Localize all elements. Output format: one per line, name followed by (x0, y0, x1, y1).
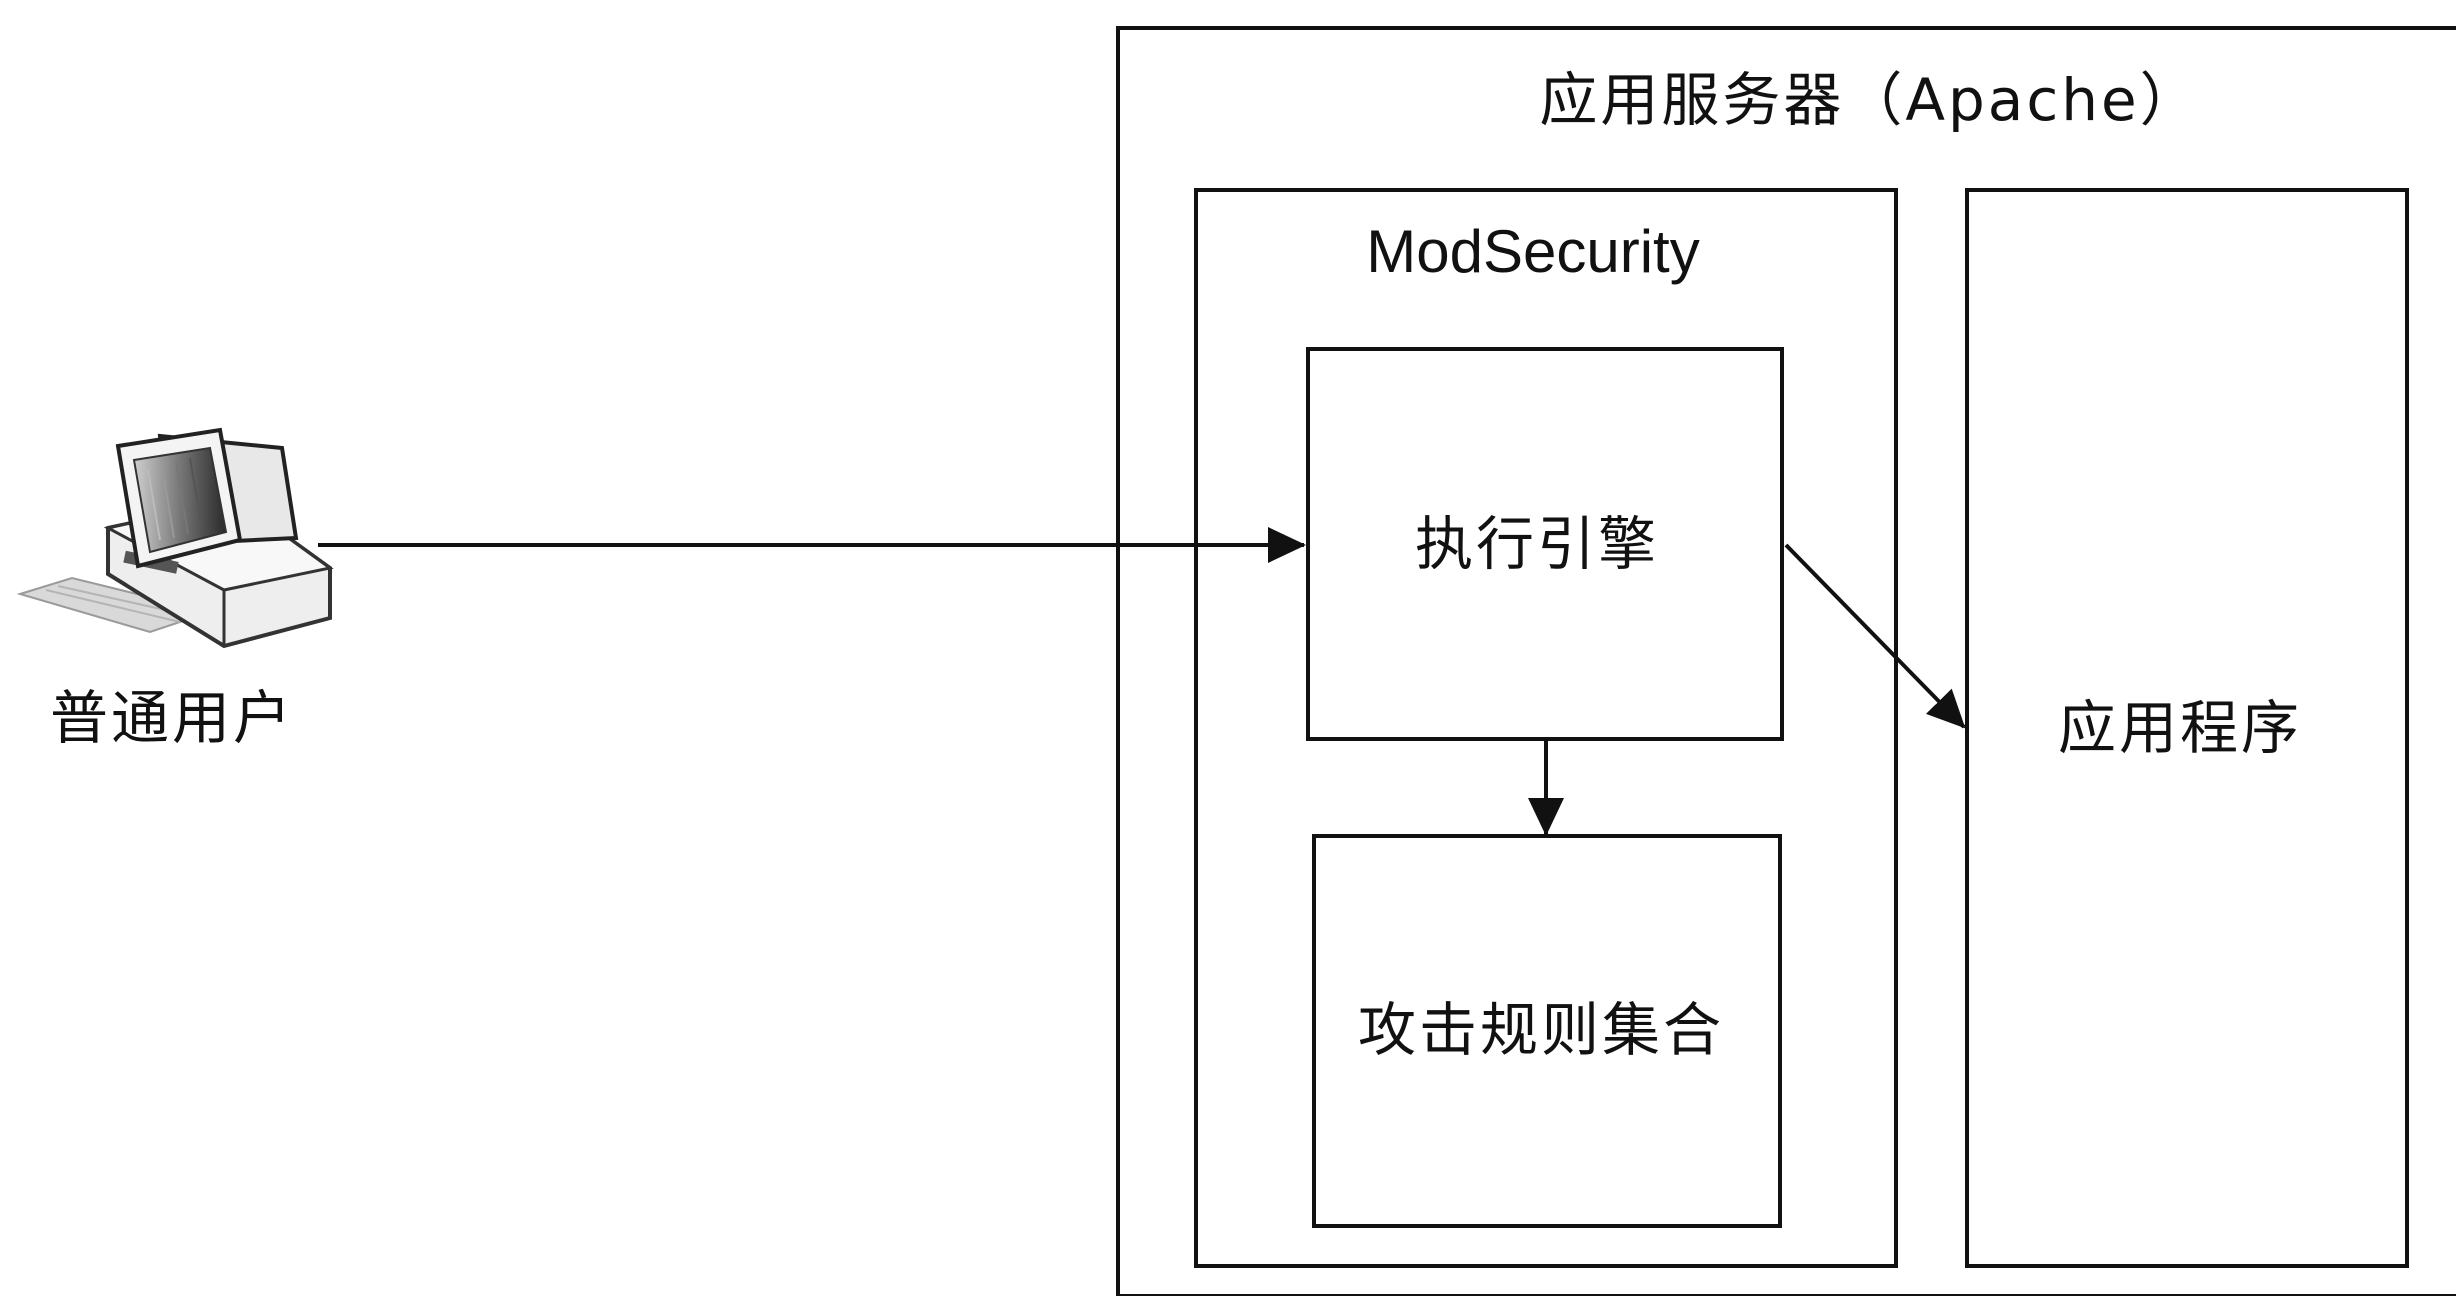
modsecurity-title: ModSecurity (1366, 218, 1700, 285)
server-title: 应用服务器（Apache） (1539, 66, 2201, 134)
application-server-box (1116, 26, 2456, 1296)
application-box (1965, 188, 2409, 1268)
execution-engine-label: 执行引擎 (1414, 510, 1660, 578)
desktop-computer-icon (16, 427, 334, 649)
user-label: 普通用户 (49, 684, 295, 752)
attack-rules-box (1312, 834, 1782, 1228)
execution-engine-box (1306, 347, 1784, 741)
arrow-engine-to-application (1784, 543, 1966, 729)
attack-rules-label: 攻击规则集合 (1357, 996, 1725, 1064)
application-label: 应用程序 (2057, 694, 2303, 762)
modsecurity-box (1194, 188, 1898, 1268)
